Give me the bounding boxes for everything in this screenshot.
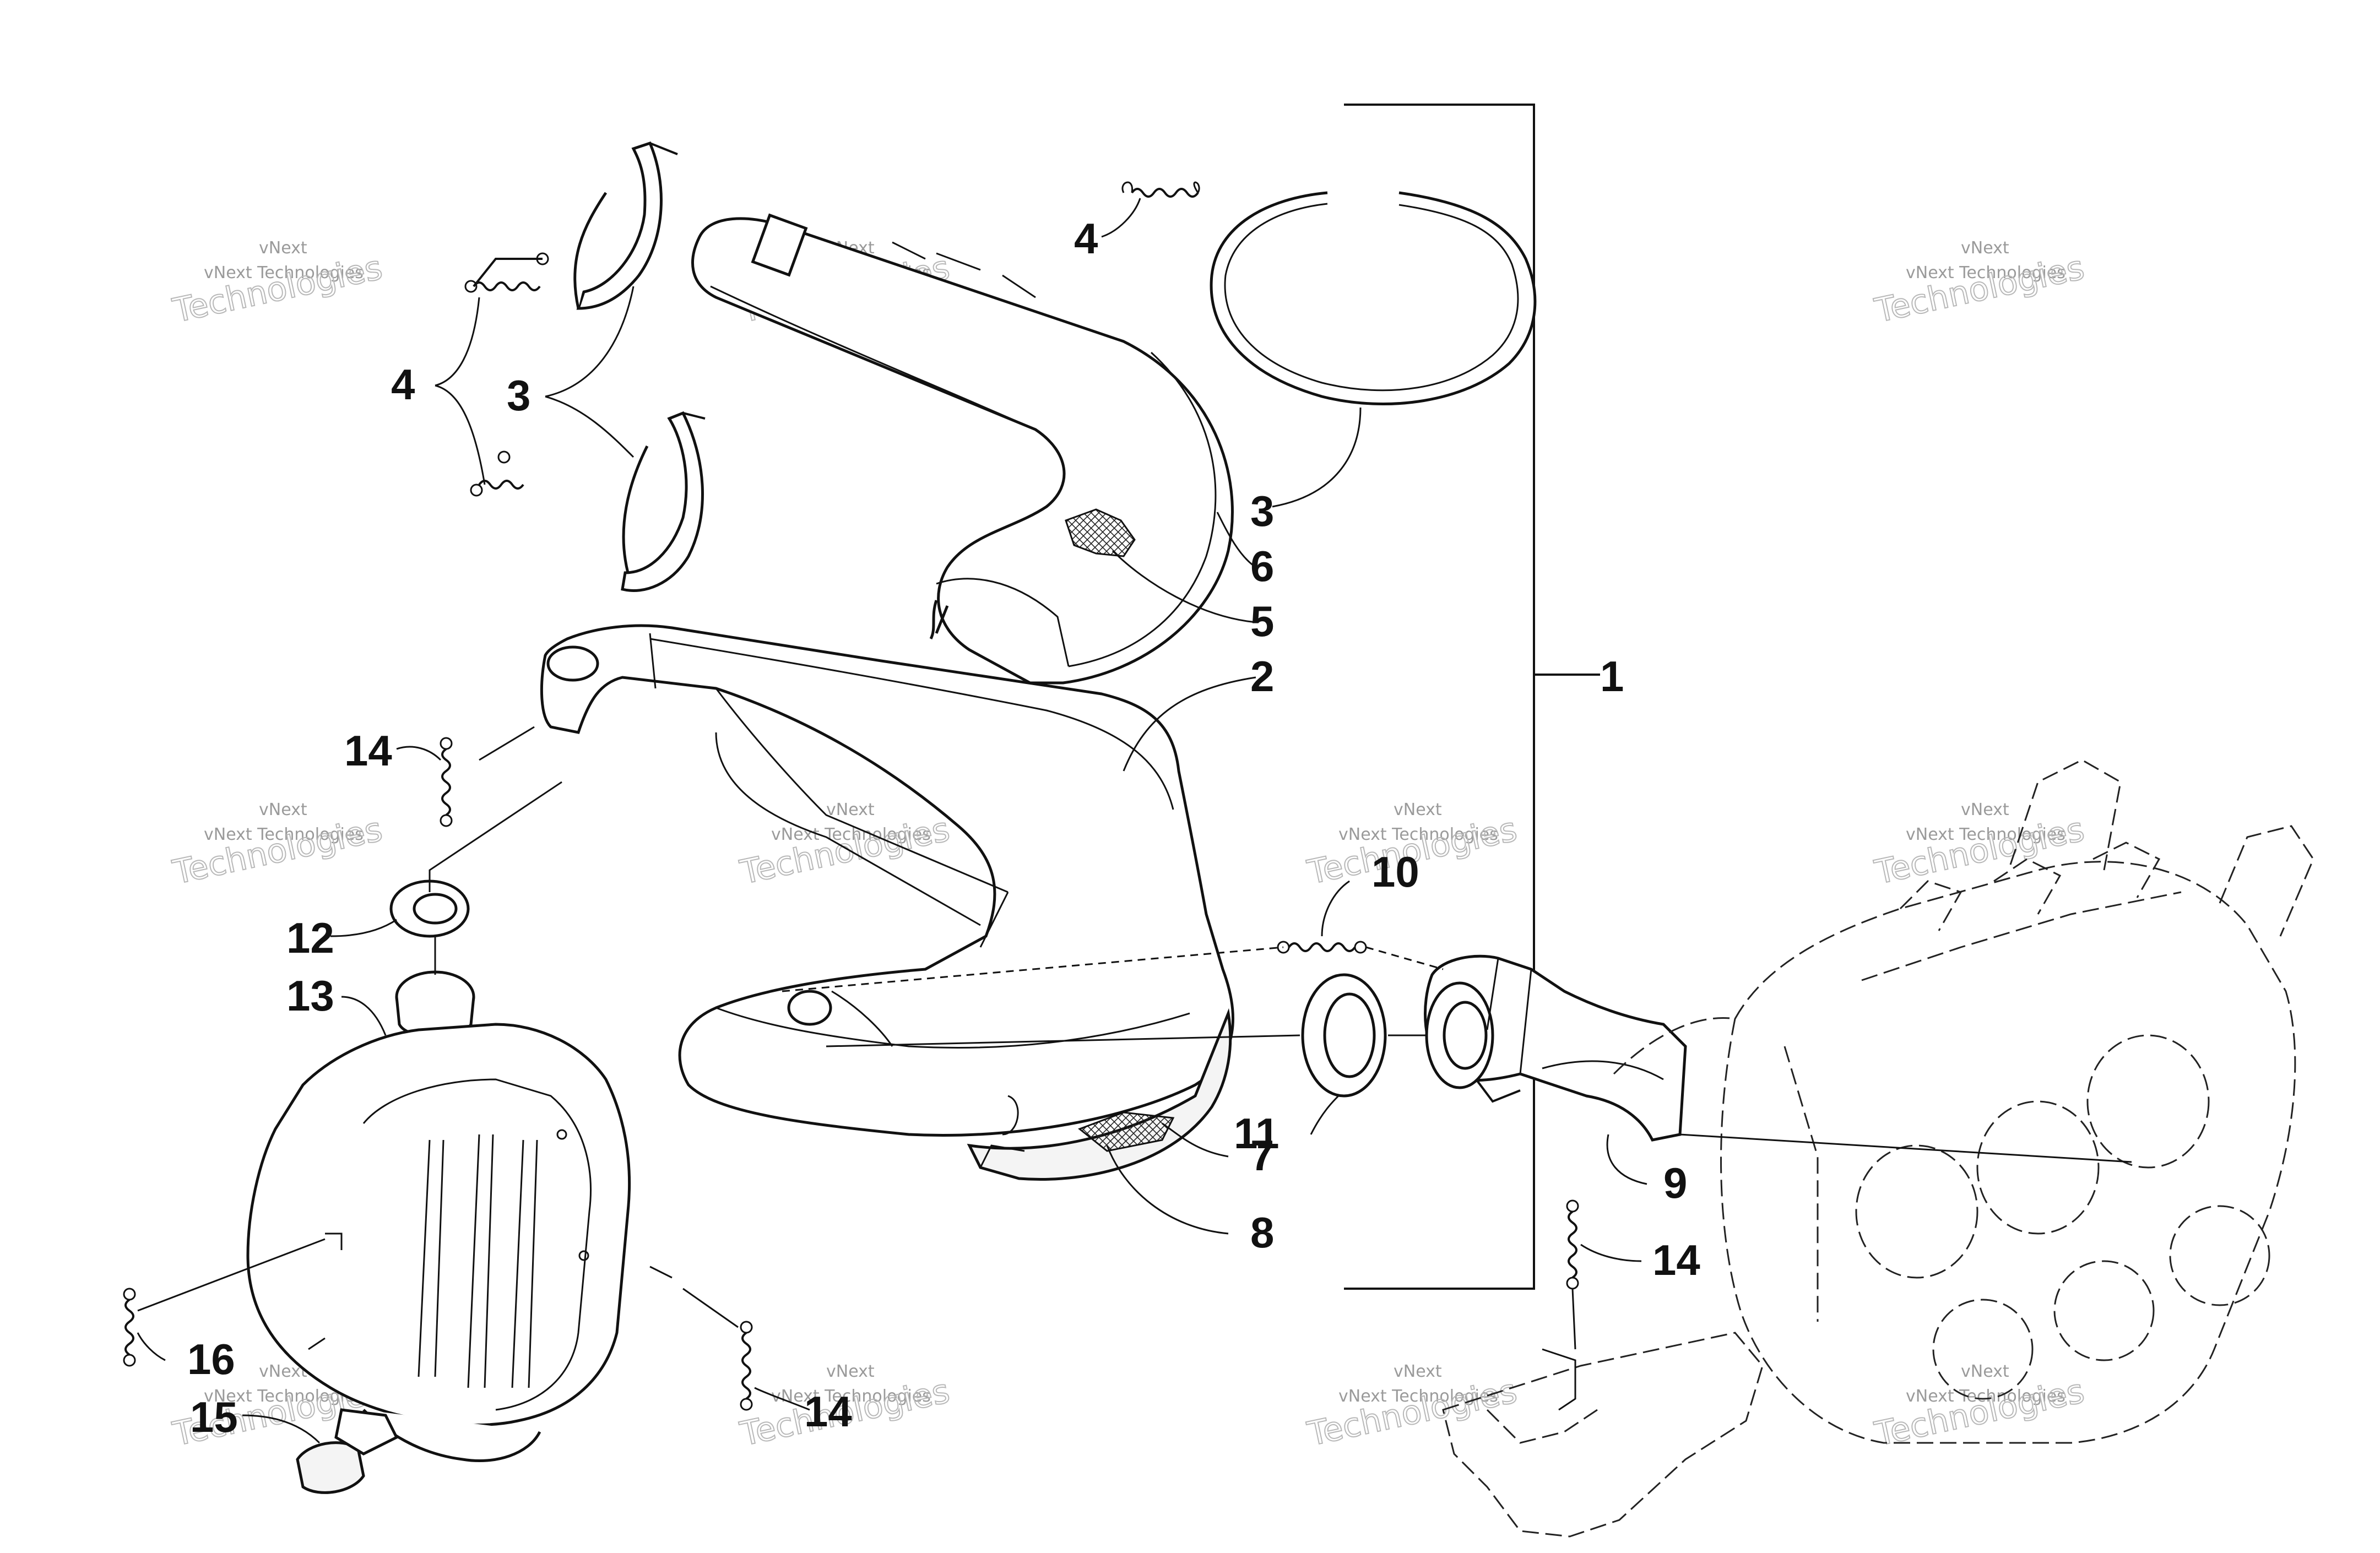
callout-12: 12 xyxy=(286,914,334,962)
spring-16[interactable] xyxy=(123,1288,136,1367)
callout-3-right: 3 xyxy=(1250,487,1274,535)
svg-text:vNext: vNext xyxy=(1961,800,2009,819)
callout-15: 15 xyxy=(190,1393,238,1441)
callout-4-left: 4 xyxy=(391,360,415,409)
assembly-bracket xyxy=(1344,104,1600,1290)
watermark: vNext vNext Technologies Technologies xyxy=(1871,238,2089,331)
svg-text:Technologies: Technologies xyxy=(1872,248,2088,330)
expansion-chamber[interactable] xyxy=(540,624,1234,1137)
spring-14-right[interactable] xyxy=(1566,1199,1579,1290)
svg-text:vNext: vNext xyxy=(826,800,875,819)
watermark: vNext vNext Technologies Technologies xyxy=(169,800,387,893)
callout-11: 11 xyxy=(1234,1109,1279,1158)
leader-lines xyxy=(137,198,2132,1444)
muffler[interactable] xyxy=(246,1023,673,1463)
callout-2: 2 xyxy=(1250,652,1274,701)
callout-9: 9 xyxy=(1663,1159,1687,1207)
spring-lower-left[interactable] xyxy=(470,450,524,497)
gasket-ring-11[interactable] xyxy=(1301,973,1387,1098)
svg-text:vNext: vNext xyxy=(1961,238,2009,258)
callout-14-upper: 14 xyxy=(344,726,392,775)
watermark: vNext vNext Technologies Technologies xyxy=(1304,1362,1521,1454)
svg-text:Technologies: Technologies xyxy=(1304,1372,1521,1454)
callout-8: 8 xyxy=(1250,1208,1274,1257)
svg-text:vNext Technologies: vNext Technologies xyxy=(1338,825,1498,844)
watermark: vNext vNext Technologies Technologies xyxy=(736,800,954,893)
callout-14-lower: 14 xyxy=(804,1387,852,1436)
clamp-strap-lower[interactable] xyxy=(621,411,706,592)
heat-shield[interactable] xyxy=(691,213,1234,685)
lower-heat-shield[interactable] xyxy=(967,1008,1232,1181)
callout-7: 7 xyxy=(1250,1131,1274,1180)
spring-14-lower[interactable] xyxy=(740,1321,753,1411)
svg-text:vNext Technologies: vNext Technologies xyxy=(1906,825,2065,844)
svg-text:vNext Technologies: vNext Technologies xyxy=(204,263,364,283)
spring-top-right[interactable] xyxy=(1121,181,1200,198)
svg-text:Technologies: Technologies xyxy=(170,810,386,892)
svg-text:vNext Technologies: vNext Technologies xyxy=(771,1387,931,1406)
clamp-strap-upper[interactable] xyxy=(573,141,678,310)
engine-phantom xyxy=(1613,759,2314,1444)
svg-text:vNext: vNext xyxy=(1394,800,1442,819)
callout-13: 13 xyxy=(286,971,334,1020)
exhaust-manifold[interactable] xyxy=(1424,954,1687,1142)
svg-text:vNext: vNext xyxy=(1394,1362,1442,1381)
svg-text:vNext Technologies: vNext Technologies xyxy=(1338,1387,1498,1406)
callout-4-top: 4 xyxy=(1074,214,1098,263)
spring-10[interactable] xyxy=(1277,941,1367,954)
callout-labels: 1 2 3 3 4 4 5 6 7 8 9 10 11 12 13 14 14 … xyxy=(187,214,1700,1441)
callout-5: 5 xyxy=(1250,597,1274,645)
tailpipe-cap[interactable] xyxy=(296,1408,399,1494)
callout-3-left: 3 xyxy=(507,371,530,420)
callout-16: 16 xyxy=(187,1335,235,1383)
watermark: vNext vNext Technologies Technologies xyxy=(169,238,387,331)
svg-text:Technologies: Technologies xyxy=(170,248,386,330)
svg-text:Technologies: Technologies xyxy=(1872,810,2088,892)
svg-text:Technologies: Technologies xyxy=(1872,1372,2088,1454)
svg-text:vNext: vNext xyxy=(259,238,307,258)
callout-14-right: 14 xyxy=(1652,1236,1700,1284)
svg-text:vNext: vNext xyxy=(1961,1362,2009,1381)
callout-6: 6 xyxy=(1250,542,1274,590)
watermark: vNext vNext Technologies Technologies xyxy=(1871,1362,2089,1454)
svg-text:vNext Technologies: vNext Technologies xyxy=(204,825,364,844)
svg-text:vNext: vNext xyxy=(259,800,307,819)
watermark: vNext vNext Technologies Technologies xyxy=(1871,800,2089,893)
spring-upper-left[interactable] xyxy=(464,252,549,293)
callout-1: 1 xyxy=(1600,652,1624,701)
callout-10: 10 xyxy=(1371,848,1419,896)
svg-text:vNext Technologies: vNext Technologies xyxy=(771,825,931,844)
spring-14-upper[interactable] xyxy=(440,737,453,827)
chassis-bracket-phantom xyxy=(1442,1332,1764,1538)
svg-text:vNext: vNext xyxy=(826,1362,875,1381)
mesh-patch[interactable] xyxy=(1065,508,1136,557)
clamp-ring-large[interactable] xyxy=(1210,191,1537,405)
svg-text:vNext Technologies: vNext Technologies xyxy=(1906,263,2065,283)
svg-text:vNext Technologies: vNext Technologies xyxy=(1906,1387,2065,1406)
